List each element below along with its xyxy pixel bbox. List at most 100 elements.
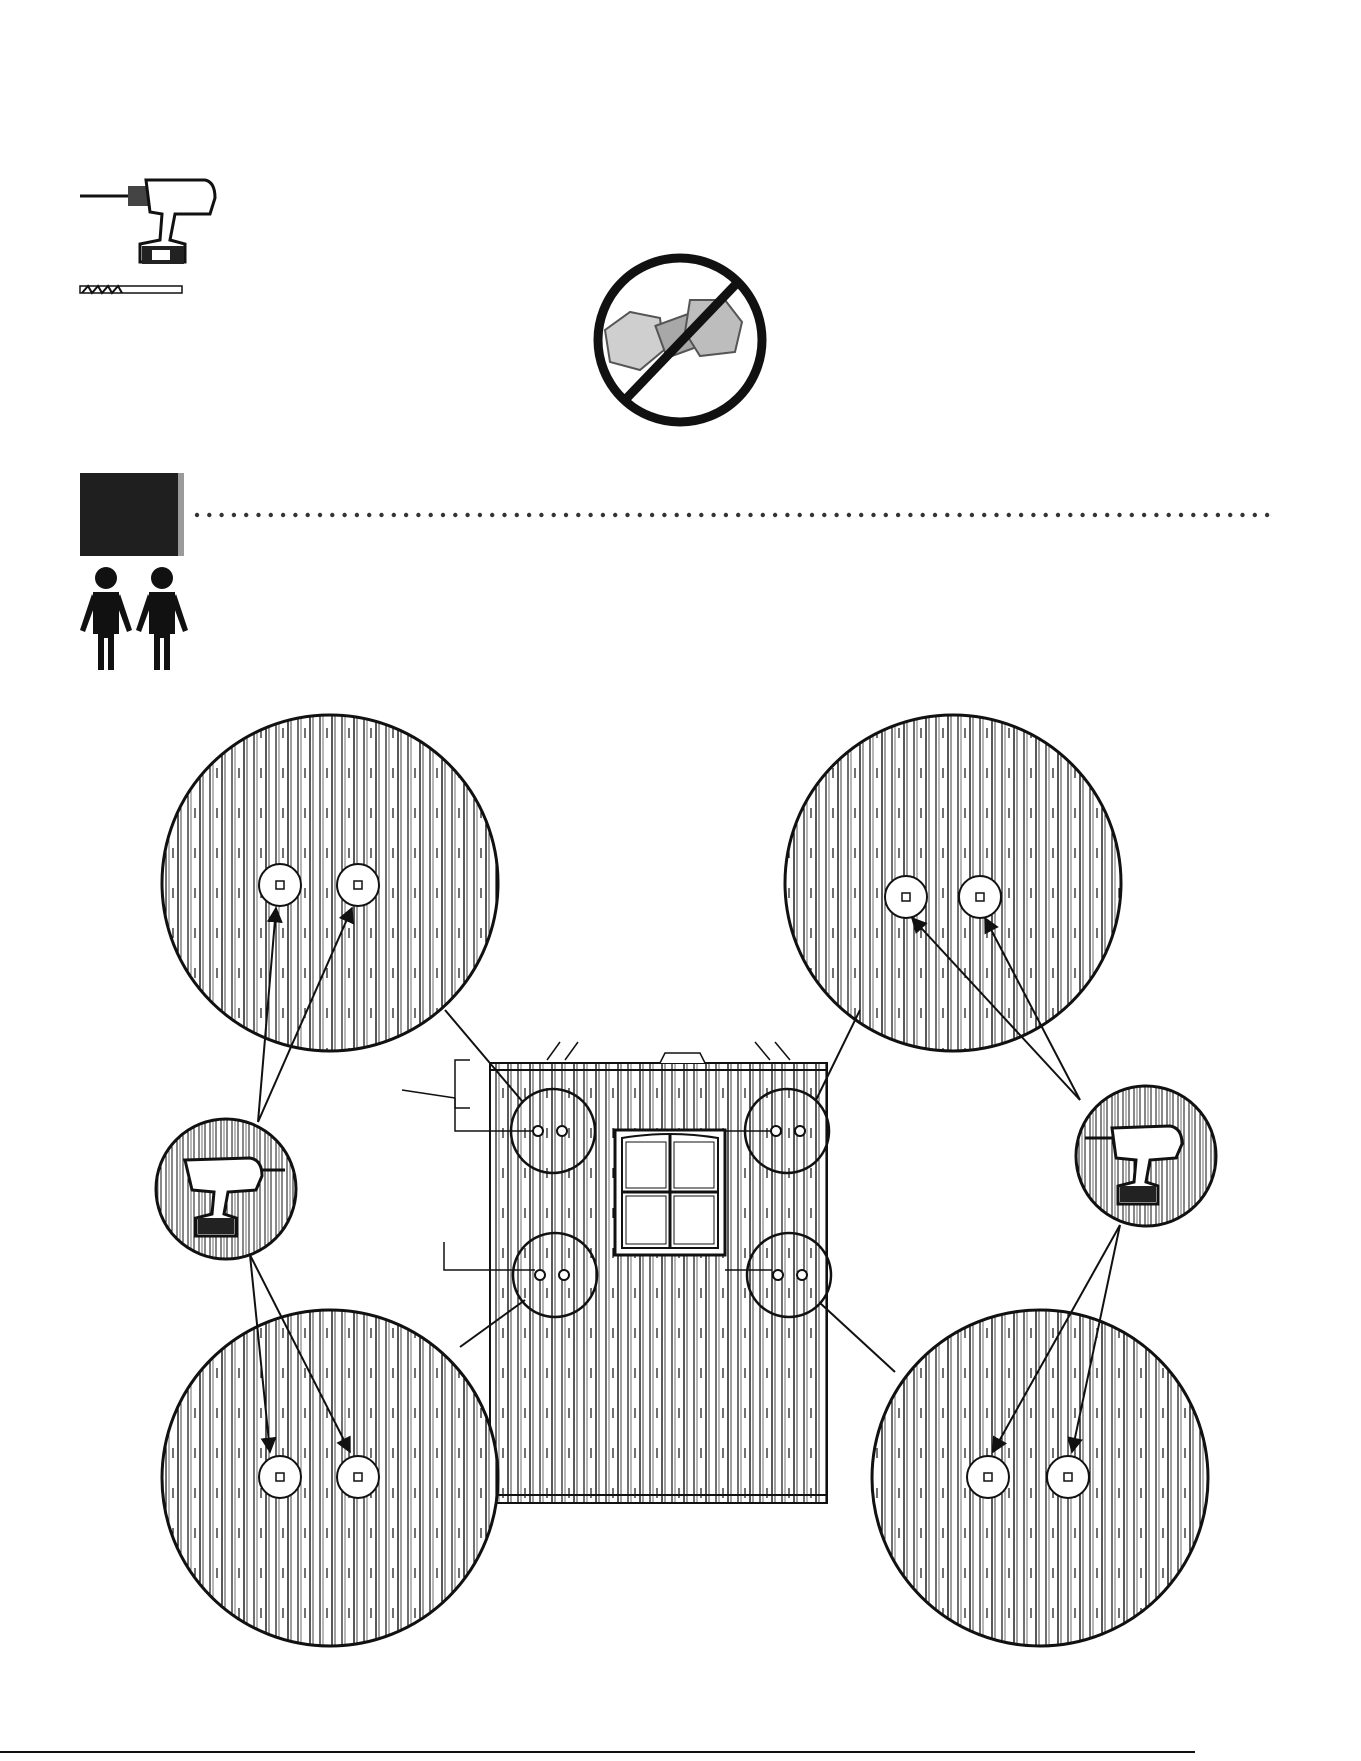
divider-dot: [748, 513, 752, 517]
divider-dot: [527, 513, 531, 517]
divider-dot: [306, 513, 310, 517]
divider-dot: [1167, 513, 1171, 517]
divider-dot: [490, 513, 494, 517]
divider-dot: [552, 513, 556, 517]
divider-dot: [588, 513, 592, 517]
divider-dot: [502, 513, 506, 517]
divider-dot: [1056, 513, 1060, 517]
divider-dot: [982, 513, 986, 517]
divider-dot: [379, 513, 383, 517]
divider-dot: [798, 513, 802, 517]
divider-dot: [957, 513, 961, 517]
divider-dot: [675, 513, 679, 517]
bottom-right-detail: [872, 1310, 1212, 1650]
divider-dot: [662, 513, 666, 517]
divider-dot: [613, 513, 617, 517]
divider-dot: [1068, 513, 1072, 517]
divider-dot: [293, 513, 297, 517]
divider-dot: [1080, 513, 1084, 517]
divider-dot: [847, 513, 851, 517]
divider-dot: [1179, 513, 1183, 517]
drill-bit-icon: [80, 286, 182, 293]
divider-dot: [650, 513, 654, 517]
divider-dot: [970, 513, 974, 517]
divider-dot: [859, 513, 863, 517]
divider-dot: [638, 513, 642, 517]
divider-dot: [232, 513, 236, 517]
divider-dot: [392, 513, 396, 517]
cordless-drill-icon: [80, 180, 215, 264]
top-left-detail: [160, 715, 500, 1055]
step-badge: [80, 473, 178, 556]
divider-dot: [908, 513, 912, 517]
divider-dot: [945, 513, 949, 517]
divider-dot: [1203, 513, 1207, 517]
step-badge-shade: [178, 473, 184, 556]
divider-dot: [1105, 513, 1109, 517]
divider-dot: [736, 513, 740, 517]
bottom-left-detail: [160, 1310, 500, 1650]
right-drill-callout: [1075, 1085, 1217, 1227]
divider-dot: [195, 513, 199, 517]
divider-dot: [810, 513, 814, 517]
divider-dot: [207, 513, 211, 517]
divider-dot: [355, 513, 359, 517]
divider-dot: [773, 513, 777, 517]
divider-dot: [453, 513, 457, 517]
divider-dot: [625, 513, 629, 517]
divider-dot: [539, 513, 543, 517]
divider-dot: [1142, 513, 1146, 517]
divider-dot: [1007, 513, 1011, 517]
divider-dot: [416, 513, 420, 517]
divider-dot: [281, 513, 285, 517]
divider-dot: [1130, 513, 1134, 517]
two-person-icon: [80, 567, 188, 670]
divider-dot: [785, 513, 789, 517]
divider-dot: [256, 513, 260, 517]
divider-dot: [1044, 513, 1048, 517]
divider-dot: [1031, 513, 1035, 517]
top-right-detail: [785, 715, 1125, 1055]
divider-dot: [834, 513, 838, 517]
divider-dot: [219, 513, 223, 517]
divider-dot: [1191, 513, 1195, 517]
divider-dot: [564, 513, 568, 517]
divider-dot: [1265, 513, 1269, 517]
divider-dot: [515, 513, 519, 517]
divider-dot: [724, 513, 728, 517]
divider-dot: [1216, 513, 1220, 517]
divider-dot: [761, 513, 765, 517]
divider-dot: [478, 513, 482, 517]
divider-dot: [1154, 513, 1158, 517]
divider-dot: [1019, 513, 1023, 517]
step-divider-dotted-line: [195, 513, 1270, 517]
divider-dot: [318, 513, 322, 517]
divider-dot: [871, 513, 875, 517]
divider-dot: [404, 513, 408, 517]
divider-dot: [822, 513, 826, 517]
divider-dot: [933, 513, 937, 517]
divider-dot: [1240, 513, 1244, 517]
divider-dot: [687, 513, 691, 517]
divider-dot: [699, 513, 703, 517]
divider-dot: [896, 513, 900, 517]
divider-dot: [994, 513, 998, 517]
divider-dot: [429, 513, 433, 517]
divider-dot: [1093, 513, 1097, 517]
no-hex-bolt-nut-icon: [598, 258, 762, 422]
left-drill-callout: [155, 1118, 297, 1260]
divider-dot: [921, 513, 925, 517]
divider-dot: [342, 513, 346, 517]
divider-dot: [441, 513, 445, 517]
divider-dot: [244, 513, 248, 517]
divider-dot: [465, 513, 469, 517]
divider-dot: [711, 513, 715, 517]
divider-dot: [1253, 513, 1257, 517]
divider-dot: [601, 513, 605, 517]
divider-dot: [367, 513, 371, 517]
divider-dot: [1117, 513, 1121, 517]
divider-dot: [330, 513, 334, 517]
divider-dot: [269, 513, 273, 517]
divider-dot: [1228, 513, 1232, 517]
